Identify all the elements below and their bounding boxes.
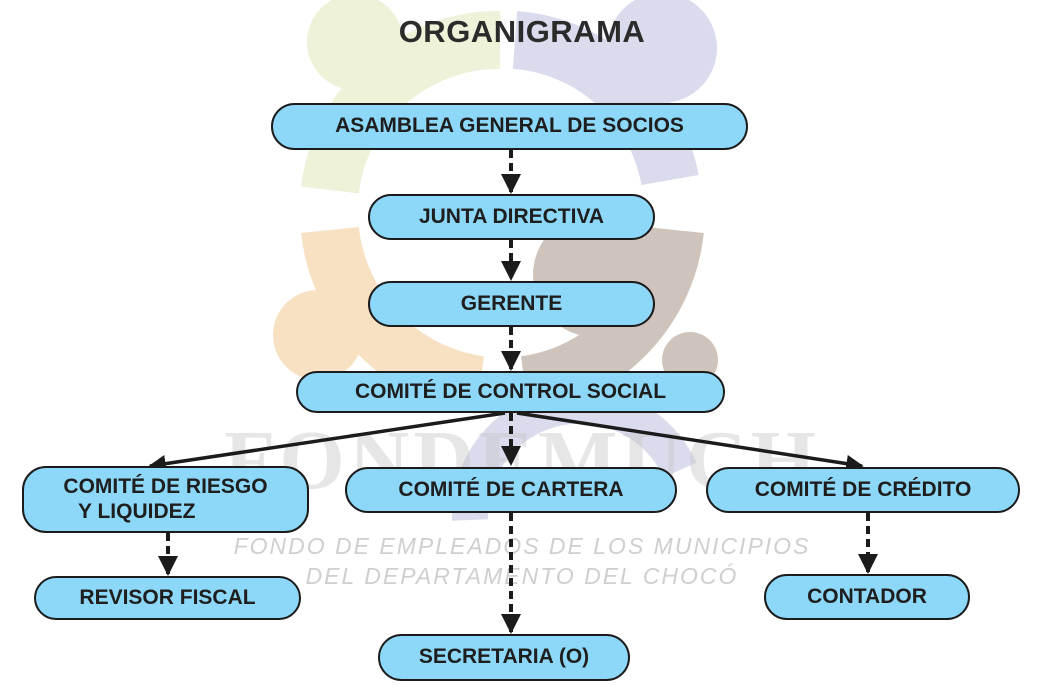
node-comite-control-social[interactable]: COMITÉ DE CONTROL SOCIAL (296, 371, 725, 413)
node-label: ASAMBLEA GENERAL DE SOCIOS (335, 114, 684, 138)
node-label: CONTADOR (807, 584, 927, 608)
node-gerente[interactable]: GERENTE (368, 281, 655, 327)
node-label: COMITÉ DE CRÉDITO (754, 477, 972, 501)
node-label: REVISOR FISCAL (79, 585, 256, 609)
node-label: COMITÉ DE CARTERA (398, 477, 624, 501)
node-secretaria[interactable]: SECRETARIA (O) (378, 634, 630, 681)
node-label-line-2: Y LIQUIDEZ (78, 499, 196, 523)
node-label: COMITÉ DE CONTROL SOCIAL (354, 379, 667, 403)
watermark-line-2: DEL DEPARTAMENTO DEL CHOCÓ (305, 563, 739, 589)
node-revisor-fiscal[interactable]: REVISOR FISCAL (34, 576, 301, 620)
node-comite-cartera[interactable]: COMITÉ DE CARTERA (345, 467, 677, 513)
node-asamblea-general[interactable]: ASAMBLEA GENERAL DE SOCIOS (271, 103, 748, 150)
node-contador[interactable]: CONTADOR (764, 574, 970, 620)
node-label-line-1: COMITÉ DE RIESGO (63, 475, 268, 499)
watermark-line-1: FONDO DE EMPLEADOS DE LOS MUNICIPIOS (233, 533, 811, 559)
page-title: ORGANIGRAMA (398, 14, 646, 49)
connector-control-credito (516, 411, 864, 473)
node-junta-directiva[interactable]: JUNTA DIRECTIVA (368, 194, 655, 240)
connector-control-riesgo (148, 411, 506, 473)
node-comite-riesgo-liquidez[interactable]: COMITÉ DE RIESGO Y LIQUIDEZ (22, 466, 309, 533)
node-label: JUNTA DIRECTIVA (418, 204, 605, 228)
node-label: GERENTE (460, 291, 563, 315)
node-comite-credito[interactable]: COMITÉ DE CRÉDITO (706, 467, 1020, 513)
node-label: SECRETARIA (O) (418, 645, 590, 669)
